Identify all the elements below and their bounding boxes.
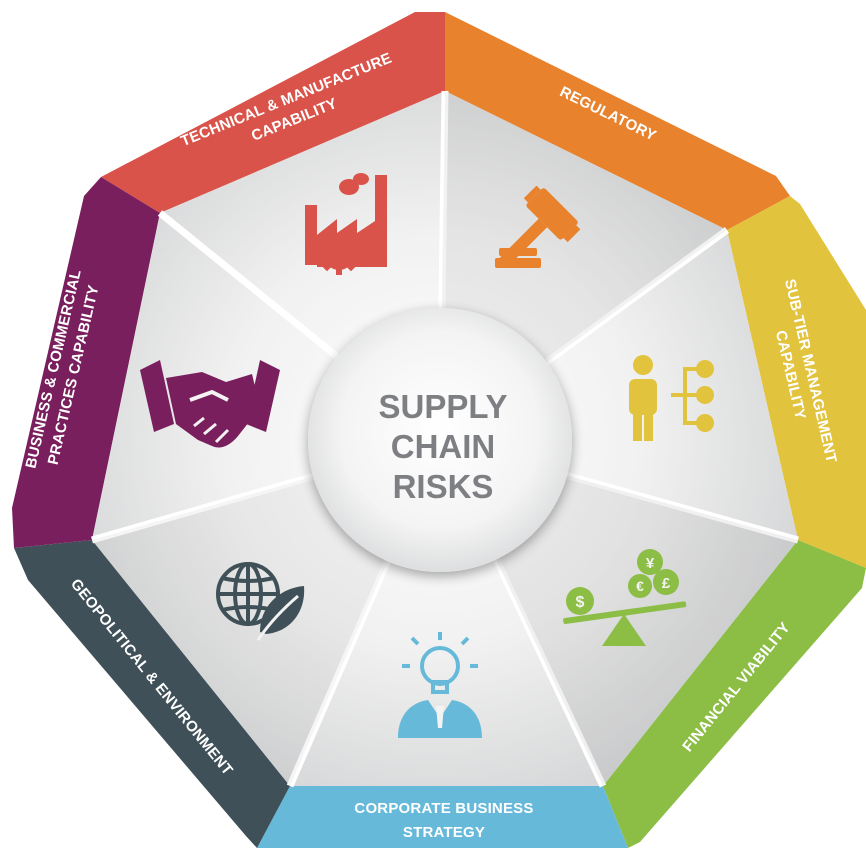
- segment-rim-geopolitical: [14, 540, 290, 848]
- lightbulb-person-icon: [398, 632, 482, 738]
- segment-rim-business: [12, 177, 160, 548]
- label-corporate-line-1: CORPORATE BUSINESS: [354, 800, 533, 817]
- label-corporate-line-2: STRATEGY: [403, 824, 485, 841]
- rim-layer: [12, 12, 866, 848]
- segment-rim-corporate: [257, 786, 628, 848]
- center-circle: [308, 308, 572, 572]
- center-title-line-3: RISKS: [393, 468, 494, 505]
- segment-rim-financial: [603, 540, 866, 848]
- svg-text:€: €: [636, 578, 644, 594]
- svg-text:$: $: [576, 594, 585, 611]
- segment-rim-regulatory: [445, 12, 790, 230]
- globe-leaf-icon: [216, 562, 305, 641]
- center-title-line-2: CHAIN: [391, 428, 496, 465]
- center-title-line-1: SUPPLY: [378, 388, 507, 425]
- handshake-icon: [140, 360, 280, 448]
- segment-rim-technical: [101, 12, 445, 213]
- factory-gears-icon: [305, 173, 387, 275]
- svg-text:¥: ¥: [646, 555, 655, 572]
- gavel-icon: [495, 185, 581, 269]
- hierarchy-person-icon: [629, 355, 714, 441]
- svg-text:£: £: [662, 575, 671, 592]
- currency-balance-icon: $ ¥ € £: [563, 549, 687, 646]
- center-hub: SUPPLY CHAIN RISKS: [308, 308, 572, 572]
- segment-rim-subtier: [727, 196, 866, 568]
